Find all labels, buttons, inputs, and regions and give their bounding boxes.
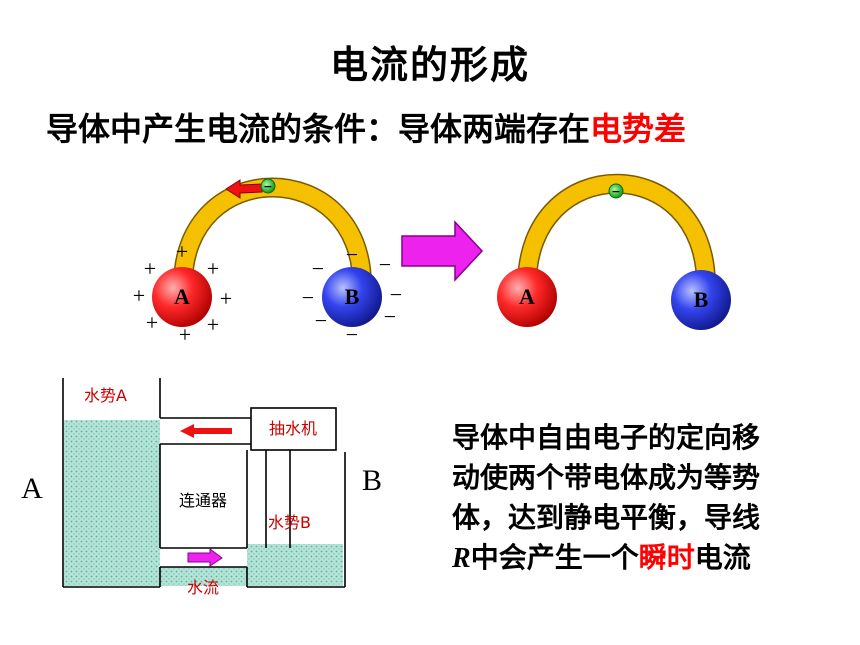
para-line-2: 动使两个带电体成为等势 [452, 461, 761, 494]
subtitle-highlight: 电势差 [590, 110, 687, 148]
pump-flow-arrow [180, 424, 232, 438]
tank-a-label: A [21, 472, 43, 505]
left-ball-b-label: B [345, 284, 360, 309]
svg-text:+: + [176, 239, 188, 264]
right-ball-a [497, 267, 557, 327]
svg-text:−: − [384, 304, 396, 329]
water-flow-arrow [187, 548, 223, 567]
right-electron-icon: − [608, 183, 624, 199]
svg-text:−: − [315, 308, 327, 333]
level-b-label: 水势B [268, 513, 311, 532]
connector-label: 连通器 [179, 491, 227, 510]
transition-arrow [401, 220, 484, 282]
explanation-paragraph: 导体中自由电子的定向移 动使两个带电体成为等势 体，达到静电平衡，导线 R中会产… [452, 418, 832, 579]
para-wire-symbol: R [452, 543, 471, 574]
svg-text:−: − [312, 256, 324, 281]
svg-text:−: − [346, 242, 358, 267]
water-b [247, 544, 343, 586]
para-line-4a: 中会产生一个 [470, 541, 639, 574]
svg-text:−: − [611, 185, 620, 198]
svg-text:+: + [144, 256, 156, 281]
plus-signs: + + + + + + + + [133, 239, 232, 347]
left-electron-icon: − [260, 178, 276, 194]
svg-text:+: + [207, 256, 219, 281]
para-line-4: R中会产生一个瞬时电流 [452, 538, 832, 579]
svg-text:−: − [302, 285, 314, 310]
tank-b-label: B [362, 464, 382, 497]
container-walls [62, 378, 346, 588]
right-ball-a-label: A [519, 284, 535, 309]
level-a-label: 水势A [84, 386, 127, 405]
left-ball-a [152, 267, 212, 327]
svg-text:−: − [263, 180, 272, 193]
water-connector [160, 567, 247, 586]
para-line-4b: 电流 [694, 541, 751, 574]
page-title: 电流的形成 [329, 43, 530, 87]
svg-text:−: − [379, 252, 391, 277]
svg-text:+: + [146, 310, 158, 335]
subtitle: 导体中产生电流的条件：导体两端存在电势差 [46, 104, 686, 150]
right-wire [517, 173, 716, 286]
svg-text:+: + [179, 322, 191, 347]
svg-text:+: + [207, 312, 219, 337]
para-line-1: 导体中自由电子的定向移 [452, 421, 761, 454]
subtitle-text: 导体中产生电流的条件：导体两端存在 [46, 110, 591, 148]
svg-text:−: − [390, 282, 402, 307]
minus-signs: − − − − − − − − [302, 242, 402, 347]
flow-label: 水流 [187, 578, 219, 597]
left-ball-b [322, 267, 382, 327]
svg-text:+: + [220, 286, 232, 311]
right-ball-b-label: B [694, 287, 709, 312]
svg-text:+: + [133, 283, 145, 308]
para-line-3: 体，达到静电平衡，导线 [452, 501, 761, 534]
right-ball-b [671, 270, 731, 330]
pump-box [250, 407, 337, 451]
para-highlight: 瞬时 [638, 541, 695, 574]
left-ball-a-label: A [174, 284, 190, 309]
water-a [64, 420, 160, 586]
pump-label: 抽水机 [269, 419, 317, 438]
svg-text:−: − [346, 322, 358, 347]
